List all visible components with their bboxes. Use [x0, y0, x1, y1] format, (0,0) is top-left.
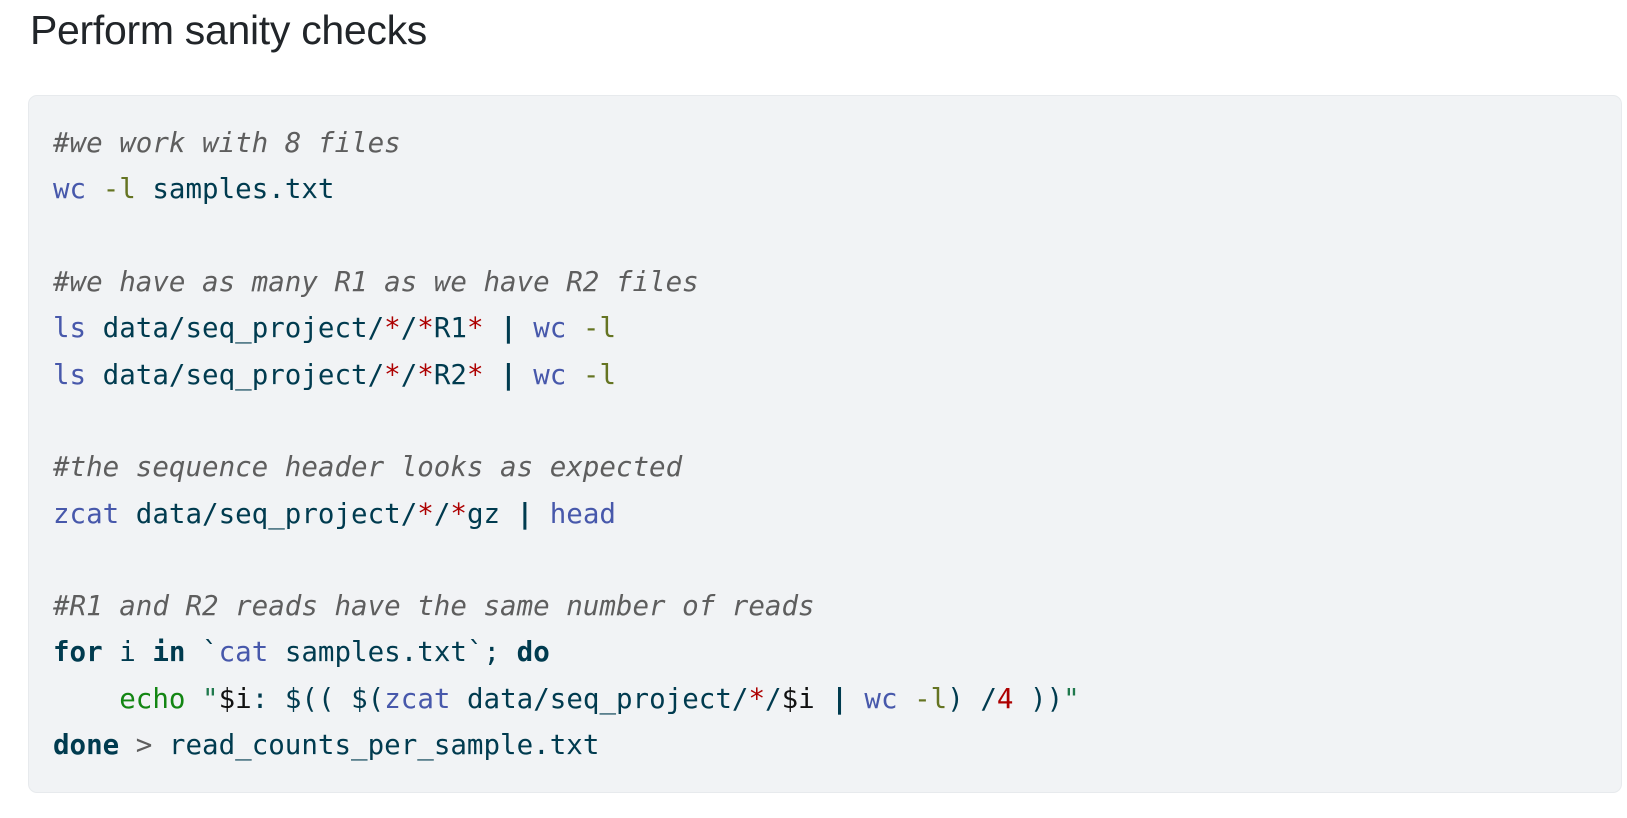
- code-token-command: ls: [53, 358, 87, 391]
- code-line: for i in `cat samples.txt`; do: [53, 629, 1597, 675]
- code-token-base: ): [947, 682, 964, 715]
- code-token-keyword: |: [500, 312, 517, 345]
- code-token-keyword: done: [53, 729, 120, 762]
- code-token-number: *: [417, 497, 434, 530]
- code-token-base: [517, 312, 534, 344]
- code-token-base: /: [963, 682, 997, 715]
- code-token-command: wc: [533, 358, 567, 391]
- code-token-number: *: [748, 682, 766, 715]
- code-token-keyword: for: [53, 636, 103, 669]
- code-token-base: [898, 683, 915, 715]
- code-lines: #we work with 8 files wc -l samples.txt #…: [53, 120, 1597, 768]
- code-token-base: [500, 498, 517, 530]
- code-token-variable: $i: [218, 682, 252, 715]
- code-token-command: zcat: [53, 497, 120, 530]
- code-token-base: R2: [433, 358, 467, 391]
- code-token-base: data/seq_project/: [119, 497, 418, 530]
- code-token-builtin: echo: [119, 682, 186, 715]
- code-token-base: data/seq_project/: [86, 358, 385, 391]
- code-token-base: [53, 683, 119, 715]
- code-line: [53, 398, 1597, 444]
- code-token-command: cat: [218, 636, 269, 669]
- code-line: #we have as many R1 as we have R2 files: [53, 259, 1597, 305]
- code-token-command: wc: [53, 173, 87, 206]
- code-token-number: *: [384, 312, 401, 345]
- code-token-keyword: |: [516, 497, 534, 530]
- code-token-base: data/seq_project/: [450, 682, 749, 715]
- code-token-number: *: [466, 358, 484, 391]
- code-token-base: gz: [466, 497, 501, 530]
- code-line: [53, 213, 1597, 259]
- code-token-base: :: [251, 682, 285, 715]
- code-token-base: [185, 683, 202, 715]
- code-token-keyword: |: [831, 682, 848, 715]
- code-line: zcat data/seq_project/*/*gz | head: [53, 491, 1597, 537]
- code-token-keyword: in: [152, 636, 186, 669]
- code-token-base: R1: [433, 312, 467, 345]
- code-token-comment: #R1 and R2 reads have the same number of…: [53, 590, 815, 623]
- code-token-base: )): [1013, 682, 1064, 715]
- code-token-base: /: [400, 358, 418, 391]
- code-token-string: ": [1063, 682, 1080, 715]
- code-token-base: [566, 359, 583, 391]
- code-token-comment: #we work with 8 files: [53, 127, 401, 160]
- code-token-base: `: [466, 636, 484, 669]
- code-token-string: ": [202, 682, 219, 715]
- code-token-base: [86, 173, 103, 205]
- code-token-command: wc: [864, 682, 898, 715]
- code-token-number: *: [417, 312, 434, 345]
- code-token-number: *: [450, 497, 467, 530]
- code-token-base: i: [102, 636, 153, 669]
- code-token-base: [848, 683, 865, 715]
- code-token-base: /: [400, 312, 418, 345]
- code-token-flag: -l: [914, 682, 948, 715]
- code-token-flag: -l: [582, 312, 617, 345]
- code-token-base: [119, 729, 136, 761]
- code-line: ls data/seq_project/*/*R1* | wc -l: [53, 305, 1597, 351]
- code-token-operator: >: [135, 729, 153, 762]
- code-line: done > read_counts_per_sample.txt: [53, 722, 1597, 768]
- code-token-base: [517, 359, 534, 391]
- code-token-number: *: [384, 358, 401, 391]
- code-token-number: *: [466, 312, 484, 345]
- code-token-base: ;: [483, 636, 517, 669]
- code-token-base: $((: [284, 682, 352, 715]
- code-token-base: [533, 498, 550, 530]
- code-token-comment: #we have as many R1 as we have R2 files: [53, 266, 699, 299]
- code-token-variable: $i: [781, 682, 815, 715]
- code-token-base: [566, 312, 583, 344]
- code-token-base: data/seq_project/: [86, 312, 385, 345]
- code-token-base: [815, 683, 832, 715]
- code-block: #we work with 8 files wc -l samples.txt #…: [28, 95, 1622, 794]
- code-line: #we work with 8 files: [53, 120, 1597, 166]
- code-token-flag: -l: [582, 358, 617, 391]
- code-token-base: [484, 359, 501, 391]
- code-token-base: [484, 312, 501, 344]
- code-token-base: `: [185, 636, 219, 669]
- code-line: #the sequence header looks as expected: [53, 444, 1597, 490]
- code-token-keyword: do: [516, 636, 550, 669]
- code-token-command: head: [549, 497, 616, 530]
- code-line: ls data/seq_project/*/*R2* | wc -l: [53, 352, 1597, 398]
- code-token-flag: -l: [102, 173, 136, 206]
- code-token-comment: #the sequence header looks as expected: [53, 451, 683, 484]
- code-token-base: /: [765, 682, 782, 715]
- code-token-command: zcat: [384, 682, 451, 715]
- code-token-keyword: |: [500, 358, 517, 391]
- code-line: wc -l samples.txt: [53, 166, 1597, 212]
- code-token-base: /: [433, 497, 451, 530]
- code-line: [53, 537, 1597, 583]
- code-token-base: read_counts_per_sample.txt: [152, 729, 600, 762]
- code-token-number: 4: [996, 682, 1014, 715]
- code-line: #R1 and R2 reads have the same number of…: [53, 583, 1597, 629]
- code-token-base: samples.txt: [268, 636, 467, 669]
- page-title: Perform sanity checks: [30, 7, 427, 53]
- code-token-base: samples.txt: [135, 173, 335, 206]
- code-token-base: $(: [351, 682, 385, 715]
- code-token-command: ls: [53, 312, 87, 345]
- code-line: echo "$i: $(( $(zcat data/seq_project/*/…: [53, 676, 1597, 722]
- code-token-number: *: [417, 358, 434, 391]
- code-token-command: wc: [533, 312, 567, 345]
